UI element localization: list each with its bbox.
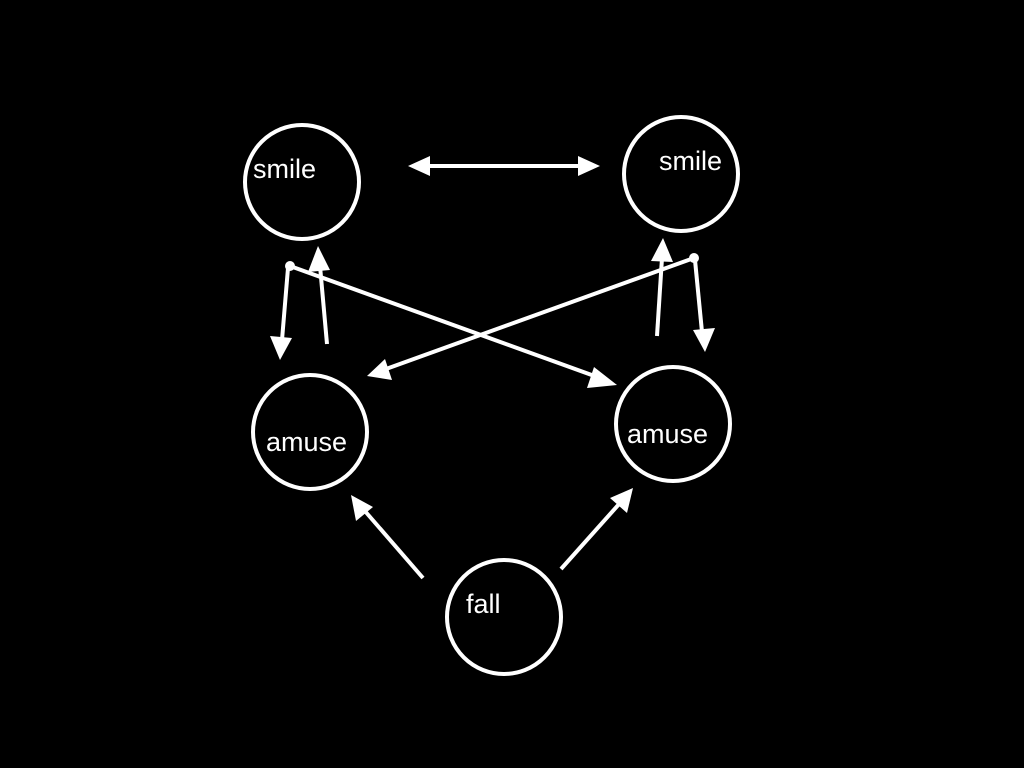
edge-fall-amuse-left [351,495,425,580]
edge-smile-left-smile-right [408,156,600,176]
edge-line [289,264,601,380]
arrowhead [351,495,373,521]
node-amuse-right: amuse [614,365,732,483]
edge-amuse-right-smile-right [651,238,673,337]
node-circle [243,123,361,241]
edge-smile-left-amuse-right [285,261,617,388]
edge-line [559,501,622,571]
node-label: amuse [266,427,347,457]
arrowhead [308,246,330,272]
node-amuse-left: amuse [251,373,369,491]
arrowhead [270,336,292,360]
node-smile-right: smile [622,115,740,233]
edge-line [362,508,425,580]
node-circle [614,365,732,483]
arrowhead [610,488,633,513]
edge-fall-amuse-right [559,488,633,571]
edge-smile-left-amuse-left [270,267,292,360]
node-circle [622,115,740,233]
arrowhead [693,328,715,352]
node-label: amuse [627,419,708,449]
node-label: fall [466,589,501,619]
edge-line [693,259,704,333]
edge-line [385,256,695,371]
edge-line [280,267,290,341]
arrowhead [651,238,673,262]
node-smile-left: smile [243,123,361,241]
edge-smile-right-amuse-right [693,259,715,352]
node-label: smile [253,154,316,184]
arrowhead-left [408,156,430,176]
node-fall: fall [445,558,563,676]
node-circle [445,558,563,676]
edge-line [655,257,664,337]
node-circle [251,373,369,491]
node-label: smile [659,146,722,176]
arrowhead-right [578,156,600,176]
edge-smile-right-amuse-left [367,253,699,380]
arrowhead [367,359,392,380]
arrowhead [587,367,617,388]
